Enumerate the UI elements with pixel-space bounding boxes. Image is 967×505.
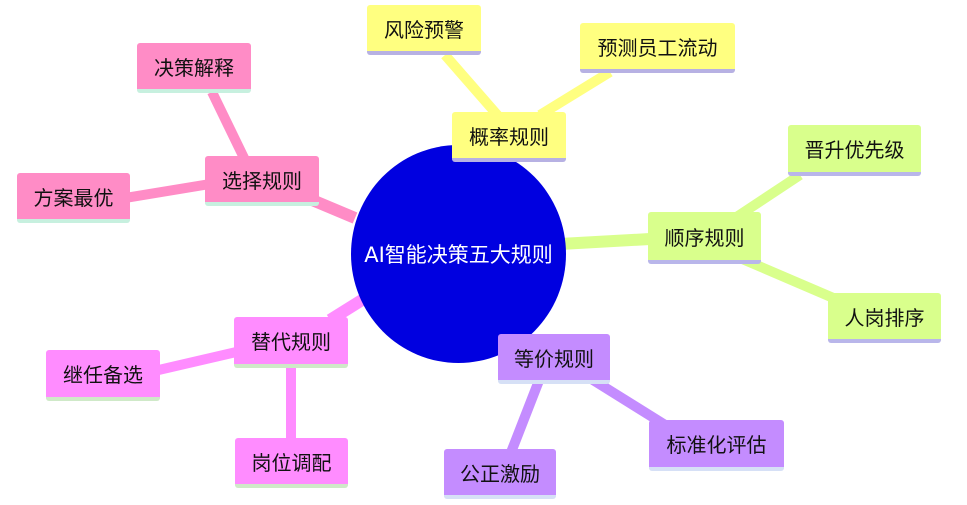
- branch-sequence-label: 顺序规则: [664, 225, 745, 250]
- leaf-position-transfer[interactable]: 岗位调配: [235, 438, 348, 488]
- leaf-standard-evaluation[interactable]: 标准化评估: [649, 420, 784, 471]
- leaf-successor-backup-label: 继任备选: [63, 363, 143, 387]
- link-substitution-successor: [148, 345, 247, 377]
- branch-selection-label: 选择规则: [222, 168, 302, 193]
- branch-equivalence-label: 等价规则: [514, 346, 594, 371]
- leaf-fair-incentive-label: 公正激励: [460, 461, 540, 486]
- leaf-risk-warning[interactable]: 风险预警: [367, 5, 481, 55]
- central-topic[interactable]: AI智能决策五大规则: [351, 145, 566, 363]
- leaf-optimal-plan-label: 方案最优: [33, 185, 114, 210]
- central-topic-label: AI智能决策五大规则: [364, 243, 553, 267]
- branch-selection[interactable]: 选择规则: [205, 156, 319, 206]
- branch-probability-label: 概率规则: [469, 124, 549, 149]
- leaf-risk-warning-label: 风险预警: [384, 17, 464, 42]
- link-probability-turnover: [537, 67, 613, 120]
- link-equivalence-fairness: [505, 376, 545, 457]
- leaf-promotion-priority-label: 晋升优先级: [804, 138, 905, 162]
- leaf-job-ranking[interactable]: 人岗排序: [828, 293, 941, 343]
- branch-probability[interactable]: 概率规则: [452, 112, 566, 162]
- branch-equivalence[interactable]: 等价规则: [498, 334, 610, 384]
- link-selection-optimal: [124, 179, 211, 203]
- branch-substitution[interactable]: 替代规则: [234, 317, 348, 368]
- leaf-optimal-plan[interactable]: 方案最优: [17, 173, 130, 223]
- leaf-promotion-priority[interactable]: 晋升优先级: [788, 125, 921, 176]
- leaf-turnover-prediction[interactable]: 预测员工流动: [580, 23, 735, 73]
- leaf-turnover-prediction-label: 预测员工流动: [597, 35, 718, 60]
- leaf-job-ranking-label: 人岗排序: [844, 305, 925, 330]
- link-selection-explain: [207, 89, 250, 163]
- leaf-standard-evaluation-label: 标准化评估: [666, 433, 767, 457]
- branch-substitution-label: 替代规则: [251, 330, 331, 354]
- leaf-decision-explanation-label: 决策解释: [154, 55, 234, 80]
- link-substitution: [326, 294, 366, 326]
- leaf-successor-backup[interactable]: 继任备选: [46, 350, 160, 401]
- branch-sequence[interactable]: 顺序规则: [648, 212, 761, 264]
- leaf-decision-explanation[interactable]: 决策解释: [137, 43, 251, 93]
- link-sequence-ranking: [738, 253, 847, 308]
- link-sequence-promotion: [732, 170, 803, 223]
- link-sequence: [559, 233, 651, 250]
- leaf-position-transfer-label: 岗位调配: [251, 450, 332, 475]
- link-probability-risk: [441, 51, 504, 122]
- leaf-fair-incentive[interactable]: 公正激励: [444, 449, 556, 499]
